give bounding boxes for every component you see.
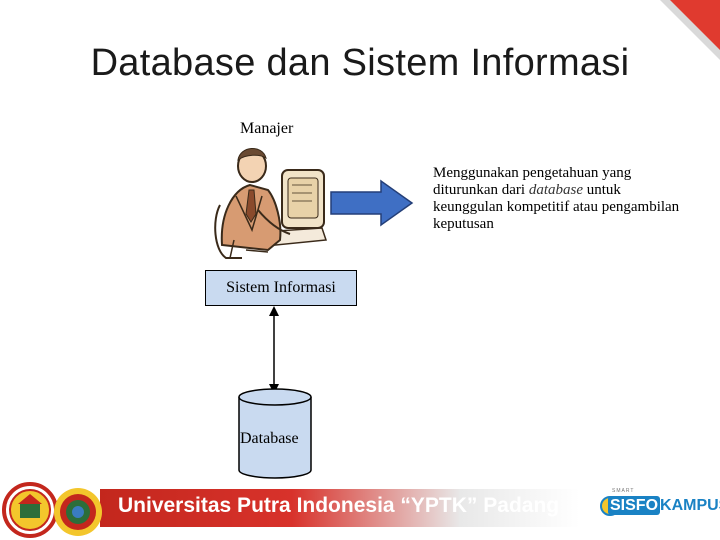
manager-computer-illustration (214, 148, 328, 259)
slide-title: Database dan Sistem Informasi (90, 42, 630, 84)
information-system-box: Sistem Informasi (205, 270, 357, 306)
brand-part1: SISFO (608, 496, 661, 515)
footer-banner (100, 489, 580, 527)
sisfo-kampus-brand: SISFOKAMPUS (608, 496, 720, 515)
database-cylinder (238, 388, 312, 479)
description-text: Menggunakan pengetahuan yang diturunkan … (433, 165, 693, 233)
university-name: Universitas Putra Indonesia “YPTK” Padan… (118, 494, 560, 517)
description-database-word: database (528, 182, 583, 198)
right-arrow-shape (330, 179, 414, 227)
corner-decoration (660, 0, 720, 60)
information-system-label: Sistem Informasi (226, 279, 336, 296)
manager-label: Manajer (240, 120, 294, 137)
double-arrow-connector (269, 306, 279, 394)
brand-part2: KAMPUS (660, 497, 720, 514)
description-text-part1: Menggunakan pengetahuan yang diturunkan … (433, 165, 632, 198)
university-logo-icon (2, 482, 102, 538)
database-label: Database (240, 430, 299, 447)
brand-small-text: SMART (612, 488, 635, 494)
description-text-part2: untuk keunggulan kompetitif atau pengamb… (433, 182, 680, 232)
